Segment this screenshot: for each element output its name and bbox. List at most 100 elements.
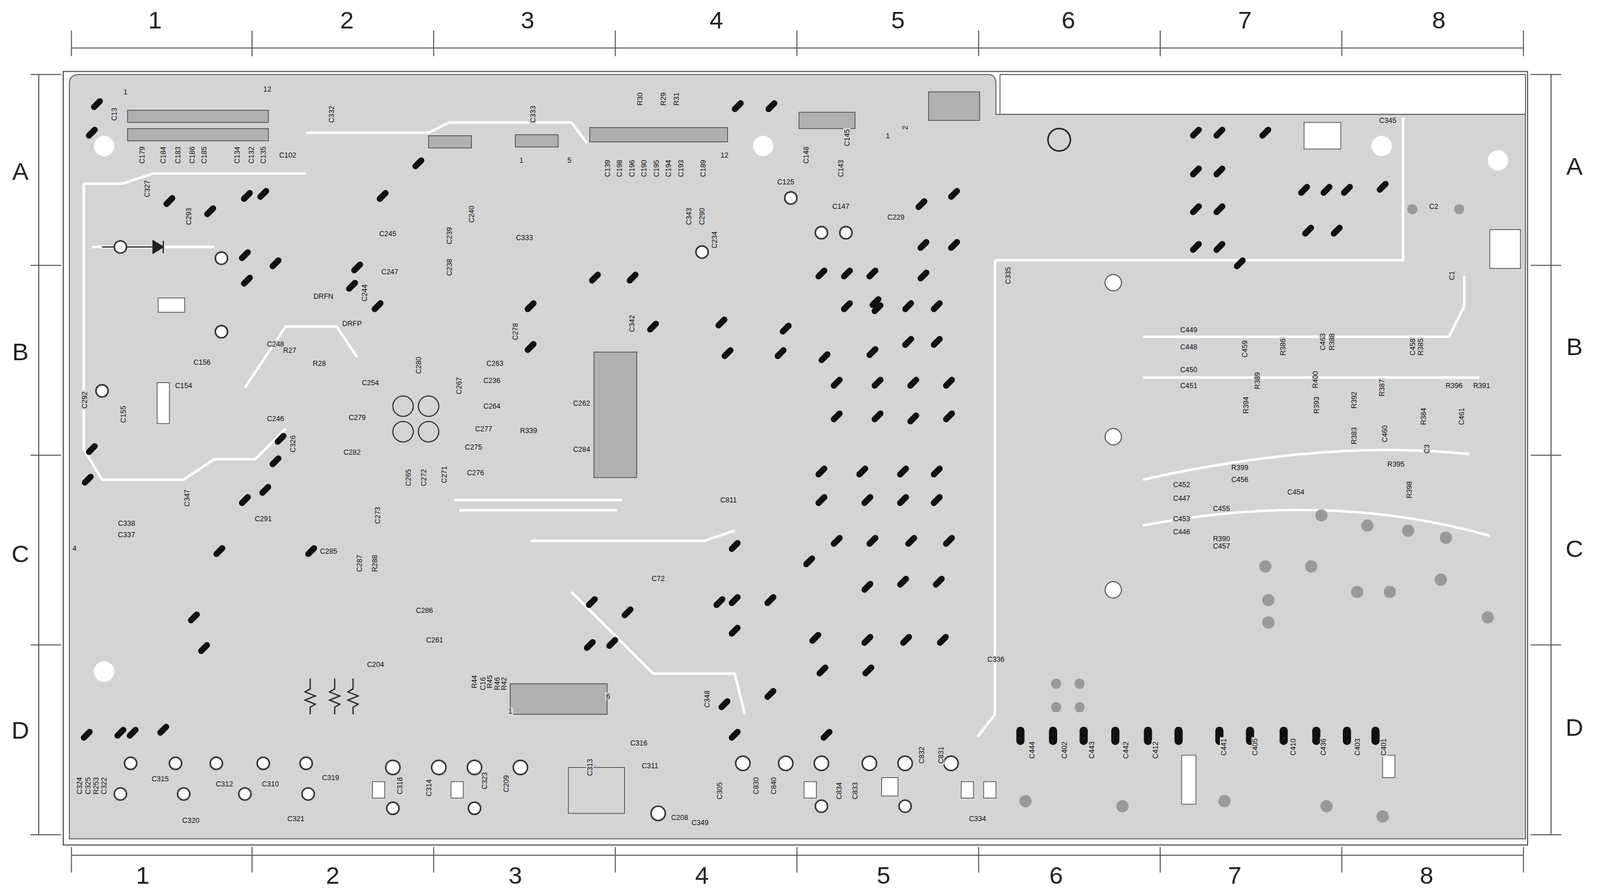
smd-pad [815,663,830,678]
smd-pad [1211,164,1227,179]
smd-pad [303,543,319,559]
smd-pad [1188,125,1203,140]
component-designator: C447 [1172,494,1192,502]
component-designator: C443 [1088,740,1096,760]
component-designator: C333 [529,104,537,125]
component-designator: 1 [122,88,129,96]
smd-pad [717,697,732,712]
smd-pad [727,538,742,554]
component-designator: C254 [360,378,381,387]
component-designator: C276 [466,468,486,477]
smd-pad [817,349,832,365]
smd-pad [727,727,742,742]
smd-pad [941,533,956,548]
component-designator: C324 [76,776,84,796]
smd-pad [1339,182,1355,197]
component-designator: R386 [1279,337,1287,357]
smd-pad [1016,726,1025,745]
component-designator: C436 [1320,737,1328,757]
smd-pad [865,344,880,360]
component-designator: C286 [414,606,435,614]
component-designator: 1 [884,132,892,140]
component-designator: C282 [342,448,362,456]
component-designator: C238 [445,257,453,278]
smd-pad [814,464,829,479]
component-designator: C234 [710,230,719,250]
component-designator: C338 [117,520,137,528]
component-designator: R288 [370,553,379,573]
component-designator: R31 [673,91,681,107]
grid-reference: B [11,339,30,365]
component-designator: C833 [851,781,860,801]
component-designator: C183 [174,145,182,166]
through-holes [96,191,959,821]
smd-pad [1211,239,1227,254]
smd-pad [604,635,620,650]
component-designator: DRFN [312,292,334,300]
smd-pad [839,266,855,281]
smd-pad [905,375,921,390]
smd-pad [839,298,855,313]
holes [93,128,1509,682]
smd-pad [239,188,254,204]
smd-pad [829,533,844,548]
smd-pad [899,632,914,647]
smd-pad [829,409,844,424]
grid-reference: 8 [1418,863,1435,888]
grid-reference: 3 [507,863,524,888]
component-designator: C287 [355,553,364,573]
component-designator: C451 [1178,382,1199,390]
smd-pad [773,345,788,361]
component-designator: C453 [1172,514,1192,523]
grid-reference: 2 [324,863,341,888]
component-designator: R398 [1405,480,1413,500]
component-designator: C132 [247,145,255,166]
smd-pad [212,543,227,559]
component-designator: R395 [1386,460,1406,469]
smd-pad [916,268,931,283]
board-notch [1000,74,1527,115]
smd-pad [929,298,944,313]
component-designator: C454 [1286,488,1306,496]
smd-pad [84,441,100,456]
smd-pad [778,321,793,336]
component-designator: C348 [703,689,712,709]
component-designator: C335 [1004,265,1013,286]
smd-pad [84,125,100,140]
component-designator: C134 [233,145,241,166]
grid-reference: 6 [1060,7,1077,33]
component-designator: C148 [802,145,810,166]
component-designator: C195 [652,158,661,179]
smd-pad [349,260,365,275]
component-designator: C319 [320,773,341,782]
grid-reference: 7 [1236,7,1253,33]
smd-pad [258,482,273,497]
component-designator: C291 [253,514,274,523]
smd-pad [870,409,885,424]
smd-pad [764,99,779,114]
component-designator: C262 [571,399,592,407]
component-designator: C347 [183,488,191,508]
smd-pad [162,194,177,209]
component-designator: C342 [628,314,636,334]
grid-reference: D [10,718,31,744]
component-designator: C831 [937,745,945,765]
component-designator: C316 [629,739,649,747]
component-designator: C147 [831,202,851,210]
component-designator: C285 [319,547,339,555]
component-designator: C272 [419,467,428,488]
component-designator: C405 [1251,737,1260,757]
component-designator: C193 [677,158,685,179]
smd-pad [582,637,597,653]
component-designator: C321 [286,814,306,823]
smd-pad [895,464,910,479]
smd-pad [113,725,128,740]
component-designator: C246 [265,414,286,423]
smd-pad [1300,223,1315,238]
smd-pad [916,237,931,253]
component-designator: C441 [1219,737,1228,757]
component-designator: R383 [1350,426,1359,446]
component-designator: C314 [425,778,433,798]
smd-pad [239,273,254,288]
component-designator: 4 [71,544,78,552]
